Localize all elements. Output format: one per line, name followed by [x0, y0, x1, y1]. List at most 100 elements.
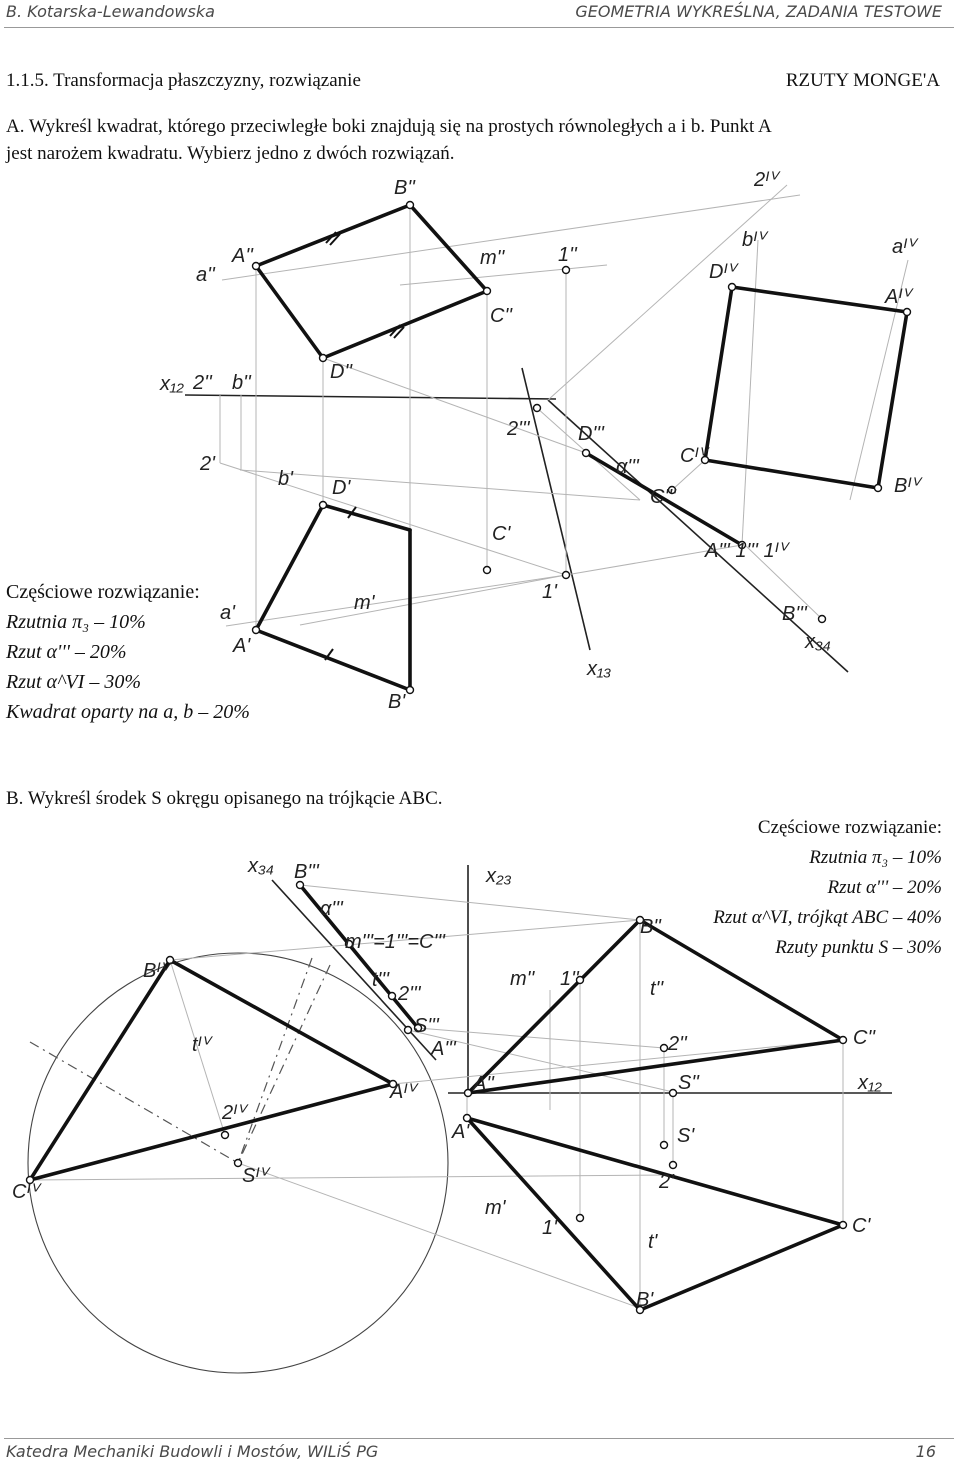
square-viewIV-side	[703, 458, 880, 490]
label: B'	[636, 1289, 654, 1311]
line-D2-D3	[322, 357, 587, 454]
label: m''	[510, 968, 535, 990]
footer-rule	[4, 1438, 954, 1439]
point-C1	[838, 1220, 848, 1230]
task-b-credits: Częściowe rozwiązanie: Rzutnia π₃ – 10% …	[713, 813, 942, 963]
line-2IV	[547, 184, 788, 401]
footer-institution: Katedra Mechaniki Budowli i Mostów, WILi…	[6, 1442, 379, 1461]
header-rule	[4, 27, 954, 28]
point-D2	[318, 353, 328, 363]
label: B''	[640, 916, 662, 938]
label: C''	[490, 305, 513, 327]
construct-line	[237, 1162, 646, 1311]
label: B'''	[294, 861, 320, 883]
label: 1''	[558, 244, 578, 266]
point-AIV	[388, 1079, 398, 1089]
point-A1	[251, 625, 261, 635]
construct-line	[169, 919, 641, 961]
construct-line	[29, 1174, 671, 1181]
triangle-view2-side	[466, 918, 642, 1095]
header-author: B. Kotarska-Lewandowska	[6, 2, 215, 21]
line-2-1	[219, 462, 567, 576]
triangle-viewIV-side	[168, 958, 395, 1086]
construct-line	[169, 959, 226, 1136]
label: D''	[330, 361, 353, 383]
point-SIV	[233, 1158, 243, 1168]
label: x₃₄	[247, 855, 274, 877]
point-AIV	[902, 307, 912, 317]
point-S3	[403, 1025, 413, 1035]
point-S1	[659, 1140, 669, 1150]
equal-tick	[347, 506, 357, 519]
point-B1	[405, 685, 415, 695]
label: aᴵⱽ	[892, 236, 919, 258]
equal-tick	[389, 324, 401, 337]
triangle-view2-side	[466, 1038, 845, 1095]
label: α'''	[616, 456, 640, 478]
line-C3-C4	[671, 459, 706, 491]
triangle-view1-side	[638, 1223, 845, 1312]
label: D'''	[578, 423, 605, 445]
label: A''' 1''' 1ᴵⱽ	[704, 540, 791, 562]
triangle-viewIV-side	[28, 1082, 395, 1182]
label: t''	[650, 978, 664, 1000]
task-b-line1: B. Wykreśl środek S okręgu opisanego na …	[6, 788, 443, 809]
point-1-2	[561, 265, 571, 275]
label: 2'	[199, 453, 216, 475]
point-C1	[482, 565, 492, 575]
label: b'	[278, 468, 294, 490]
label: m'	[354, 592, 376, 614]
label: Cᴵⱽ	[12, 1181, 43, 1203]
task-b-credit-item: Rzutnia π₃ – 10%	[809, 847, 942, 868]
axis-x12	[184, 394, 557, 400]
label: B'''	[782, 603, 808, 625]
square-view2-side	[408, 203, 489, 293]
equal-tick	[393, 326, 405, 339]
square-view2-side	[321, 289, 489, 360]
axis-x13	[521, 367, 591, 651]
label: x₃₄	[804, 631, 831, 653]
point-B3	[817, 614, 827, 624]
label: B'	[388, 691, 406, 713]
task-a-credit-item: Rzut α^VI – 30%	[6, 671, 142, 693]
square-viewIV-side	[730, 285, 909, 314]
point-B2	[405, 200, 415, 210]
point-C2	[482, 286, 492, 296]
point-B3	[295, 880, 305, 890]
section-tag: RZUTY MONGE'A	[785, 70, 940, 91]
section-heading: 1.1.5. Transformacja płaszczyzny, rozwią…	[6, 70, 361, 91]
line-B3	[744, 544, 823, 620]
label: x₂₃	[485, 865, 512, 887]
axis-x34	[547, 399, 849, 673]
task-a-credit-title: Częściowe rozwiązanie:	[6, 581, 200, 603]
label: Aᴵⱽ	[884, 286, 915, 308]
construct-line	[299, 884, 641, 921]
task-a-credit-item: Rzut α''' – 20%	[6, 641, 127, 663]
task-a-credit-item: Rzutnia π₃ – 10%	[6, 611, 146, 633]
task-b-credit-item: Rzut α^VI, trójkąt ABC – 40%	[713, 907, 942, 928]
triangle-view1-side	[465, 1116, 845, 1227]
point-CIV	[700, 455, 710, 465]
label: m'	[485, 1197, 507, 1219]
label: 2ᴵⱽ	[753, 169, 781, 191]
equal-tick	[324, 648, 334, 661]
axis-x34	[271, 879, 437, 1061]
label: Bᴵⱽ	[894, 475, 924, 497]
label: x₁₂	[857, 1072, 882, 1094]
point-1-2	[575, 975, 585, 985]
point-D1	[318, 500, 328, 510]
point-A3	[413, 1023, 423, 1033]
label: C''	[853, 1027, 876, 1049]
equal-tick	[325, 231, 337, 244]
label: Aᴵⱽ	[389, 1081, 420, 1103]
label: x₁₂	[159, 373, 184, 395]
label: A''	[231, 245, 254, 267]
label: A'''	[430, 1038, 457, 1060]
task-b-credit-item: Rzuty punktu S – 30%	[775, 937, 942, 958]
label: D'	[332, 477, 351, 499]
point-A1	[462, 1113, 472, 1123]
label: t'''	[372, 969, 390, 991]
label: A''	[472, 1073, 495, 1095]
label: a''	[196, 264, 216, 286]
